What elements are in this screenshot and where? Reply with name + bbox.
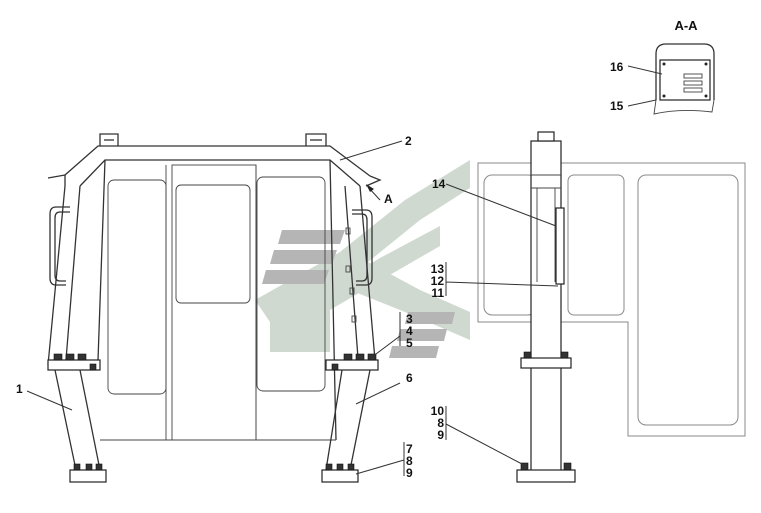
callout-7: 7 [406,442,413,456]
section-label: А-А [674,18,698,33]
callout-3: 3 [406,312,413,326]
callout-8: 8 [406,454,413,468]
bolt-group-left-top [53,353,97,371]
callout-2: 2 [405,134,412,148]
callout-12: 12 [431,274,445,288]
callout-11: 11 [431,286,444,300]
callout-9b: 9 [437,428,444,442]
cab-front-view [47,133,382,483]
callout-14: 14 [432,177,446,191]
callout-4: 4 [406,324,413,338]
callout-numbers: 1 2 3 4 5 6 7 8 9 10 8 9 11 12 13 14 15 … [16,60,624,480]
view-arrow-label: А [384,192,393,206]
callout-6: 6 [406,371,413,385]
callout-10: 10 [431,404,445,418]
watermark-emblem [255,160,470,358]
callout-8b: 8 [437,416,444,430]
cab-side-view [477,131,746,483]
callout-16: 16 [610,60,624,74]
callout-1: 1 [16,382,23,396]
leader-lines [26,65,663,476]
callout-15: 15 [610,99,624,113]
callout-5: 5 [406,336,413,350]
section-a-a-detail [653,43,715,115]
callout-9: 9 [406,466,413,480]
callout-13: 13 [431,262,445,276]
